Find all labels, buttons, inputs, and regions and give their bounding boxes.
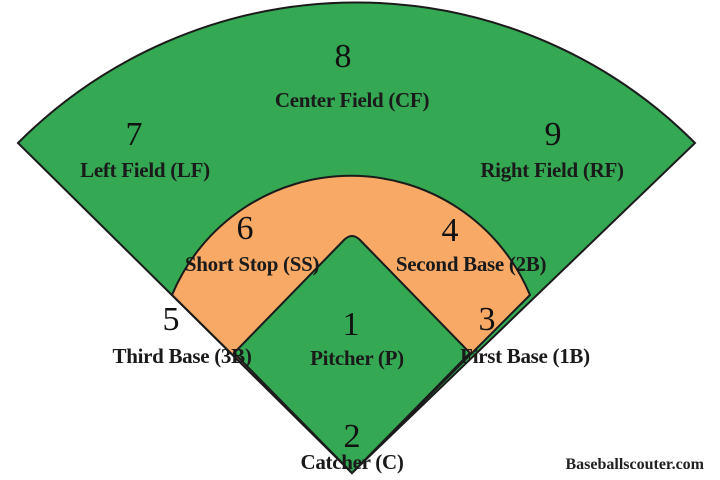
position-number-p: 1 [342,306,360,343]
position-label-c: Catcher (C) [300,450,404,474]
position-number-c: 2 [343,418,361,455]
position-number-1b: 3 [478,301,496,338]
position-label-2b: Second Base (2B) [395,252,547,276]
position-number-ss: 6 [236,210,254,247]
position-number-3b: 5 [162,301,180,338]
position-label-cf: Center Field (CF) [274,88,430,112]
position-number-lf: 7 [125,116,143,153]
position-label-ss: Short Stop (SS) [184,252,320,276]
site-credit: Baseballscouter.com [565,456,704,473]
position-label-1b: First Base (1B) [460,344,590,368]
position-label-rf: Right Field (RF) [480,158,624,182]
position-number-2b: 4 [441,212,459,249]
position-label-3b: Third Base (3B) [112,344,252,368]
position-label-lf: Left Field (LF) [80,158,210,182]
infield-grass-diamond [232,235,472,475]
position-label-p: Pitcher (P) [310,346,404,370]
position-number-rf: 9 [544,116,562,153]
position-number-cf: 8 [334,38,352,75]
